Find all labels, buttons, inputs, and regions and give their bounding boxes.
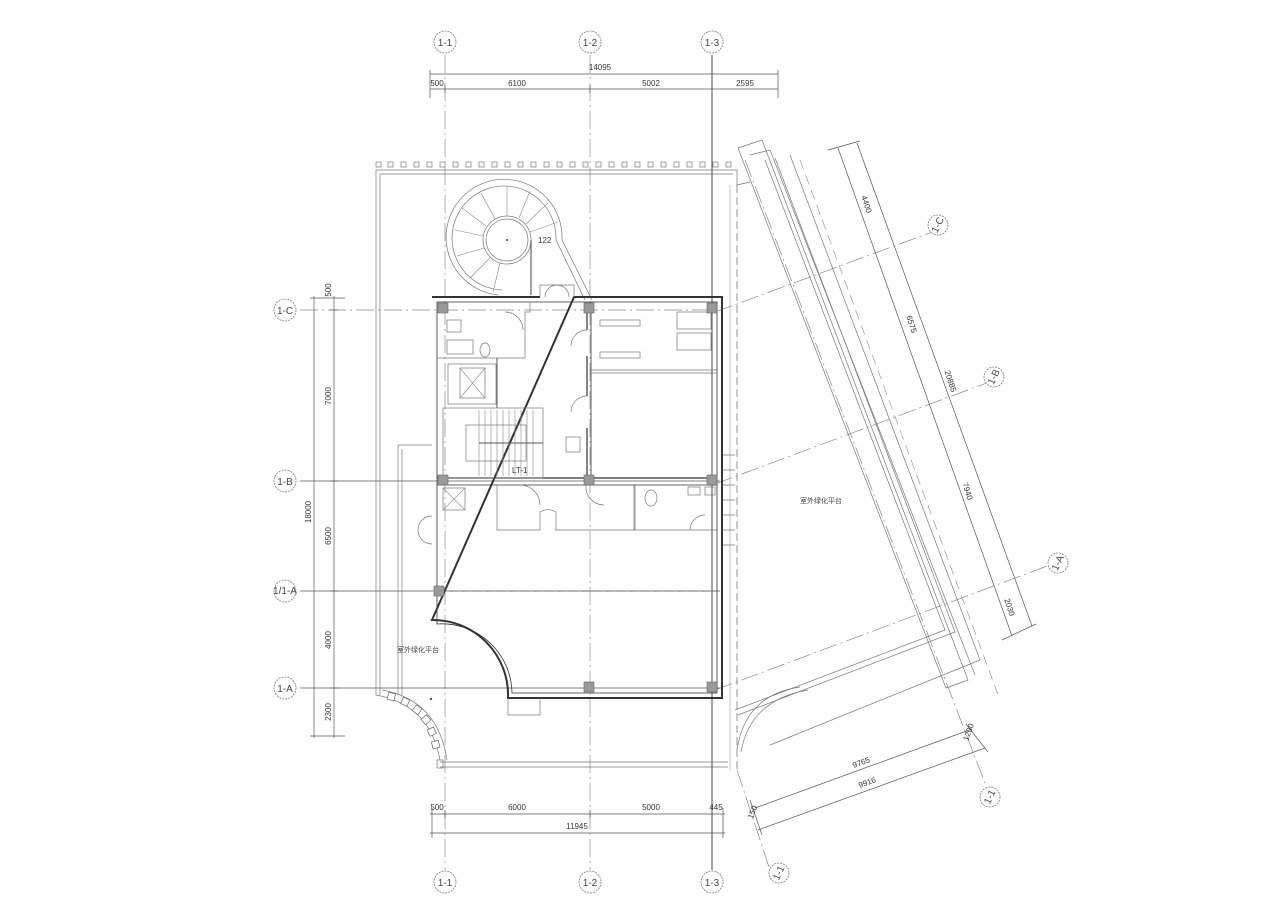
svg-text:1-1: 1-1 xyxy=(438,878,453,889)
svg-text:500: 500 xyxy=(324,283,333,297)
curved-balusters xyxy=(386,691,441,750)
building-walls: LT-1 xyxy=(417,284,735,716)
axis-bubble-1-1-top: 1-1 xyxy=(433,30,457,54)
axis-bubble-1-1-bottom: 1-1 xyxy=(433,870,457,894)
axis-bubble-rot-1-C: 1-C xyxy=(927,214,949,236)
svg-text:5002: 5002 xyxy=(642,79,660,88)
svg-text:1-3: 1-3 xyxy=(705,38,720,49)
axis-bubble-1-C: 1-C xyxy=(273,298,297,322)
dimensions-bottom-rotated: 9765 9916 150 1200 xyxy=(746,722,989,836)
parapet-balusters xyxy=(375,161,732,168)
svg-text:9765: 9765 xyxy=(851,755,871,770)
axis-bubble-rot-1-1b: 1-1 xyxy=(768,862,790,884)
svg-text:6100: 6100 xyxy=(508,79,526,88)
grid-bubbles-rotated: 1-C 1-B 1-A 1-1 1-1 xyxy=(768,214,1069,884)
svg-text:1-A: 1-A xyxy=(277,684,293,695)
svg-text:7000: 7000 xyxy=(324,387,333,405)
svg-text:150: 150 xyxy=(746,804,759,820)
svg-text:1-1: 1-1 xyxy=(438,38,453,49)
grid-bubbles-top: 1-1 1-2 1-3 xyxy=(433,30,724,54)
svg-text:1-2: 1-2 xyxy=(583,38,598,49)
axis-bubble-rot-1-1a: 1-1 xyxy=(979,786,1001,808)
spiral-stair: 122 xyxy=(445,178,593,301)
svg-text:4000: 4000 xyxy=(324,631,333,649)
svg-text:18000: 18000 xyxy=(304,500,313,523)
stair-tag: LT-1 xyxy=(512,466,528,475)
axis-bubble-rot-1-A: 1-A xyxy=(1047,552,1069,574)
grid-bubbles-left: 1-C 1-B 1/1-A 1-A xyxy=(273,298,297,700)
svg-text:1-C: 1-C xyxy=(277,306,293,317)
spiral-stair-tag: 122 xyxy=(538,236,552,245)
svg-text:11945: 11945 xyxy=(566,822,588,831)
grid-bubbles-bottom: 1-1 1-2 1-3 xyxy=(433,870,724,894)
svg-text:20885: 20885 xyxy=(943,369,959,393)
dimensions-bottom: 500 6000 5000 445 11945 xyxy=(430,803,725,838)
svg-text:500: 500 xyxy=(430,803,444,812)
svg-text:4400: 4400 xyxy=(859,194,873,214)
svg-text:500: 500 xyxy=(430,79,444,88)
dimensions-top: 14095 500 6100 5002 2595 xyxy=(429,63,779,98)
axis-bubble-1-1-A: 1/1-A xyxy=(273,579,297,603)
dimensions-left: 500 7000 6500 4000 2300 18000 xyxy=(304,283,345,738)
svg-text:1/1-A: 1/1-A xyxy=(273,586,297,597)
svg-text:1-B: 1-B xyxy=(277,477,293,488)
svg-text:6000: 6000 xyxy=(508,803,526,812)
svg-text:1-3: 1-3 xyxy=(705,878,720,889)
axis-bubble-1-B: 1-B xyxy=(273,469,297,493)
terrace-label-right: 室外绿化平台 xyxy=(800,496,842,505)
terrace-label-left: 室外绿化平台 xyxy=(397,645,439,654)
svg-text:14095: 14095 xyxy=(589,63,612,72)
svg-text:5000: 5000 xyxy=(642,803,660,812)
right-terrace: 室外绿化平台 xyxy=(734,139,1001,753)
svg-text:1-2: 1-2 xyxy=(583,878,598,889)
svg-text:445: 445 xyxy=(709,803,723,812)
structural-columns xyxy=(433,302,718,693)
svg-text:1200: 1200 xyxy=(961,722,976,742)
svg-text:7940: 7940 xyxy=(960,481,974,501)
axis-bubble-1-3-top: 1-3 xyxy=(700,30,724,54)
axis-bubble-rot-1-B: 1-B xyxy=(983,366,1005,388)
axis-bubble-1-2-bottom: 1-2 xyxy=(578,870,602,894)
svg-text:6500: 6500 xyxy=(324,527,333,545)
svg-text:2595: 2595 xyxy=(736,79,754,88)
axis-bubble-1-A: 1-A xyxy=(273,676,297,700)
terrace-outline: 室外绿化平台 xyxy=(375,161,751,770)
grid-lines xyxy=(300,55,1051,871)
svg-text:6575: 6575 xyxy=(904,314,918,334)
axis-bubble-1-2-top: 1-2 xyxy=(578,30,602,54)
axis-bubble-1-3-bottom: 1-3 xyxy=(700,870,724,894)
svg-text:2300: 2300 xyxy=(324,703,333,721)
